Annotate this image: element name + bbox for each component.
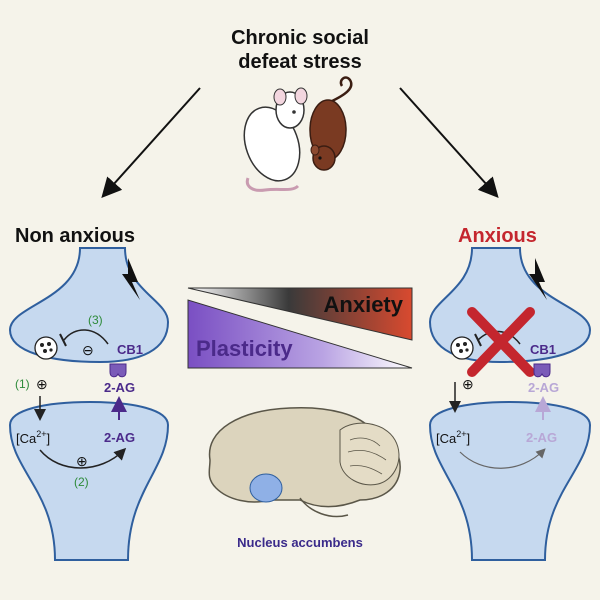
inhibition-bar-right [474,333,482,347]
synthesis-curve-left [39,447,127,469]
mouse-brown-icon [309,76,353,171]
plus-sign-release-right: ⊕ [462,376,474,392]
anxiety-label: Anxiety [324,292,404,317]
label-anxious: Anxious [458,225,537,247]
calcium-superscript-left: 2+ [36,429,46,439]
cb1-label-left: CB1 [117,342,143,357]
block-x-icon [467,307,535,377]
calcium-close-left: ] [47,431,51,446]
plasticity-gradient-bar [187,299,413,369]
postsynaptic-neuron-right [428,400,592,561]
vesicle-icon [450,336,474,360]
minus-sign-left: ⊖ [82,342,94,358]
plasticity-label: Plasticity [196,336,293,361]
2ag-retrograde-left: 2-AG [104,380,135,395]
calcium-label-right: [Ca2+] [436,429,470,446]
calcium-superscript-right: 2+ [456,429,466,439]
2ag-postsynaptic-right: 2-AG [526,430,557,445]
label-non-anxious: Non anxious [15,225,135,247]
title-line-2: defeat stress [238,51,361,73]
cb1-receptor-icon [109,363,127,378]
presynaptic-neuron-right [428,247,592,364]
2ag-retrograde-right: 2-AG [528,380,559,395]
lightning-icon [122,258,140,300]
title-line-1: Chronic social [231,27,369,49]
cb1-receptor-icon [533,363,551,378]
calcium-base-right: [Ca [436,431,457,446]
anxiety-gradient-bar [187,287,413,341]
step-2-label: (2) [74,475,89,489]
calcium-label-left: [Ca2+] [16,429,50,446]
step-1-label: (1) [15,377,30,391]
lightning-icon [529,258,547,300]
inhibition-curve-left [63,329,109,345]
plus-sign-step2-left: ⊕ [76,453,88,469]
mouse-white-icon [243,87,308,192]
arrow-to-non-anxious [101,87,201,198]
calcium-close-right: ] [467,431,471,446]
synthesis-curve-right [459,448,546,469]
2ag-postsynaptic-left: 2-AG [104,430,135,445]
postsynaptic-neuron-left [8,400,170,561]
brain-icon [208,406,401,518]
nucleus-accumbens-highlight [249,473,283,503]
step-3-label: (3) [88,313,103,327]
plus-sign-step1-left: ⊕ [36,376,48,392]
calcium-base-left: [Ca [16,431,37,446]
inhibition-curve-right [477,330,521,345]
arrow-to-anxious [399,87,499,198]
cb1-label-right: CB1 [530,342,556,357]
inhibition-bar-left [59,333,67,347]
vesicle-icon [34,336,58,360]
nucleus-accumbens-label: Nucleus accumbens [237,535,363,550]
